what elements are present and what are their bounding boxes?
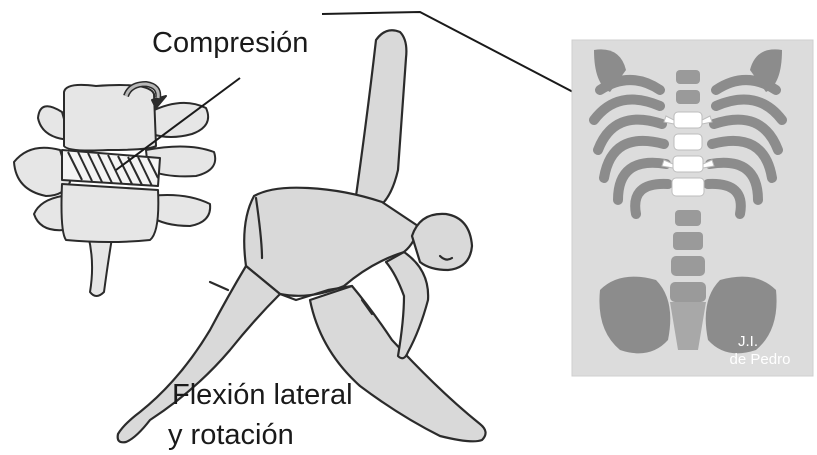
- vertebra-illustration: [14, 84, 215, 296]
- compression-label: Compresión: [152, 27, 308, 59]
- spine-xray-illustration: [572, 40, 813, 376]
- flexion-label-line1: Flexión lateral: [172, 379, 353, 411]
- signature-line2: de Pedro: [730, 351, 791, 368]
- signature-line1: J.I.: [738, 333, 758, 350]
- flexion-label-line2: y rotación: [168, 419, 294, 451]
